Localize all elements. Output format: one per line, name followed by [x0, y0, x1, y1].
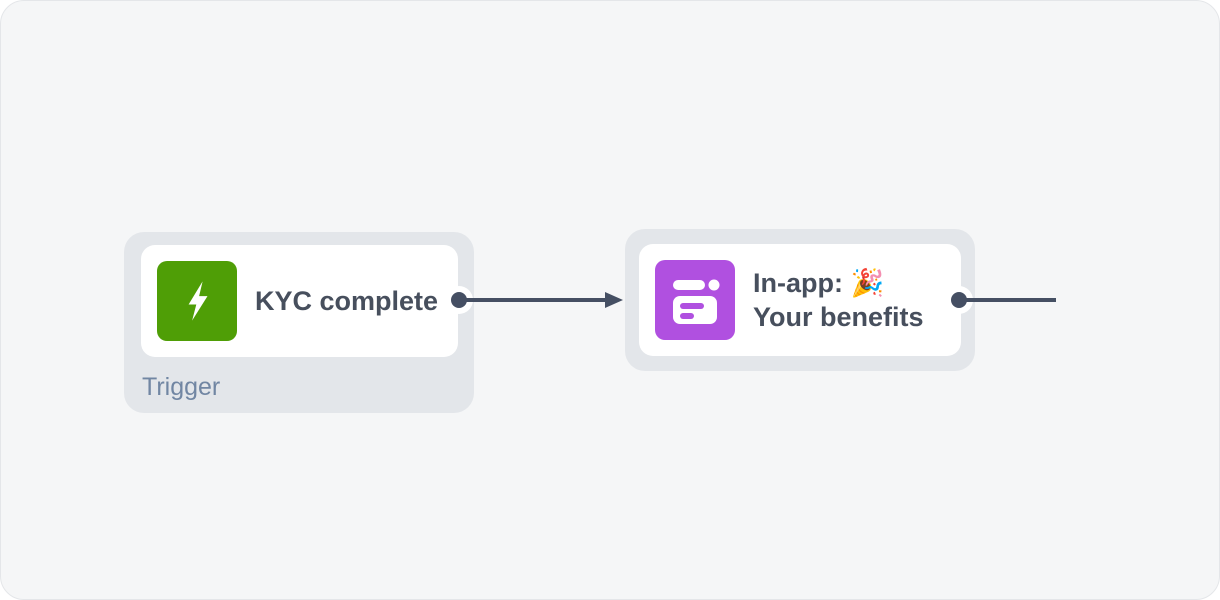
in-app-message-title-line1: In-app: 🎉: [753, 268, 885, 298]
edge-trigger-to-action: [459, 298, 607, 302]
in-app-message-node-card[interactable]: In-app: 🎉 Your benefits: [639, 244, 961, 356]
edge-arrowhead-icon: [605, 292, 623, 308]
trigger-node-card[interactable]: KYC complete: [141, 245, 458, 357]
edge-action-outgoing: [959, 298, 1056, 302]
in-app-message-node-title: In-app: 🎉 Your benefits: [753, 266, 924, 334]
trigger-type-label: Trigger: [142, 373, 221, 401]
in-app-message-icon: [655, 260, 735, 340]
lightning-bolt-icon: [157, 261, 237, 341]
in-app-message-title-line2: Your benefits: [753, 302, 924, 332]
trigger-node-title: KYC complete: [255, 286, 439, 316]
